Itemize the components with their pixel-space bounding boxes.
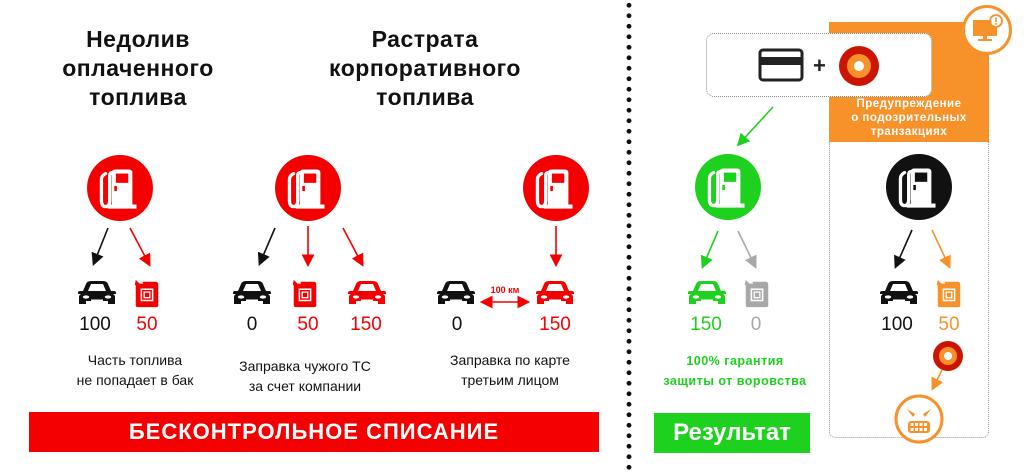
jerrycan-icon xyxy=(742,278,772,308)
section2-title: Растрата корпоративного топлива xyxy=(305,25,545,112)
title-line: топлива xyxy=(376,84,474,110)
value-car: 150 xyxy=(539,314,571,335)
section2a-caption: Заправка чужого ТС за счет компании xyxy=(210,356,400,396)
value-car: 100 xyxy=(79,314,111,335)
section1-caption: Часть топлива не попадает в бак xyxy=(30,350,240,390)
title-line: Растрата xyxy=(371,26,479,52)
value-car: 150 xyxy=(690,314,722,335)
card-token-box xyxy=(706,33,932,97)
value-jerrycan: 50 xyxy=(136,314,158,335)
title-line: Предупреждение xyxy=(856,98,962,110)
angry-face-icon xyxy=(893,393,945,445)
fuel-pump-icon xyxy=(87,155,153,221)
car-icon xyxy=(436,278,476,308)
value-jerrycan: 50 xyxy=(938,314,960,335)
result-button: Результат xyxy=(654,413,810,453)
divider xyxy=(626,0,632,474)
fuel-pump-icon xyxy=(695,154,761,220)
section1-title: Недолив оплаченного топлива xyxy=(38,25,238,112)
jerrycan-icon xyxy=(132,278,162,308)
section2b-caption: Заправка по карте третьим лицом xyxy=(425,350,595,390)
value-jerrycan: 0 xyxy=(750,314,762,335)
car-icon xyxy=(687,278,727,308)
value-car: 0 xyxy=(451,314,463,335)
title-line: корпоративного xyxy=(329,55,521,81)
caption-line: Часть топлива xyxy=(87,352,183,368)
title-line: оплаченного xyxy=(62,55,214,81)
fuel-pump-icon xyxy=(886,154,952,220)
title-line: Недолив xyxy=(86,26,190,52)
title-line: о подозрительных xyxy=(851,112,967,124)
caption-line: защиты от воровства xyxy=(663,374,807,388)
warning-title: Предупреждение о подозрительных транзакц… xyxy=(829,97,989,139)
guarantee-caption: 100% гарантия защиты от воровства xyxy=(645,351,825,391)
car-icon xyxy=(879,278,919,308)
distance-label: 100 км xyxy=(490,285,520,295)
caption-line: не попадает в бак xyxy=(76,372,194,388)
uncontrolled-writeoff-banner: БЕСКОНТРОЛЬНОЕ СПИСАНИЕ xyxy=(29,412,599,452)
target-token-icon xyxy=(839,46,879,86)
fuel-pump-icon xyxy=(523,155,589,221)
caption-line: 100% гарантия xyxy=(686,354,784,368)
caption-line: Заправка чужого ТС xyxy=(239,358,371,374)
car-icon xyxy=(347,278,387,308)
car-icon xyxy=(232,278,272,308)
plus-sign: + xyxy=(813,53,826,78)
target-token-icon xyxy=(933,341,963,371)
credit-card-icon xyxy=(758,48,804,82)
jerrycan-icon xyxy=(934,278,964,308)
car-icon xyxy=(535,278,575,308)
title-line: топлива xyxy=(89,84,187,110)
jerrycan-icon xyxy=(290,278,320,308)
value-car: 150 xyxy=(350,314,382,335)
monitor-alert-icon xyxy=(962,5,1012,55)
title-line: транзакциях xyxy=(870,126,948,138)
value-jerrycan: 50 xyxy=(297,314,319,335)
caption-line: третьим лицом xyxy=(461,372,559,388)
fuel-pump-icon xyxy=(275,155,341,221)
car-icon xyxy=(77,278,117,308)
value-car: 0 xyxy=(246,314,258,335)
value-car: 100 xyxy=(881,314,913,335)
caption-line: за счет компании xyxy=(248,378,362,394)
caption-line: Заправка по карте xyxy=(450,352,570,368)
